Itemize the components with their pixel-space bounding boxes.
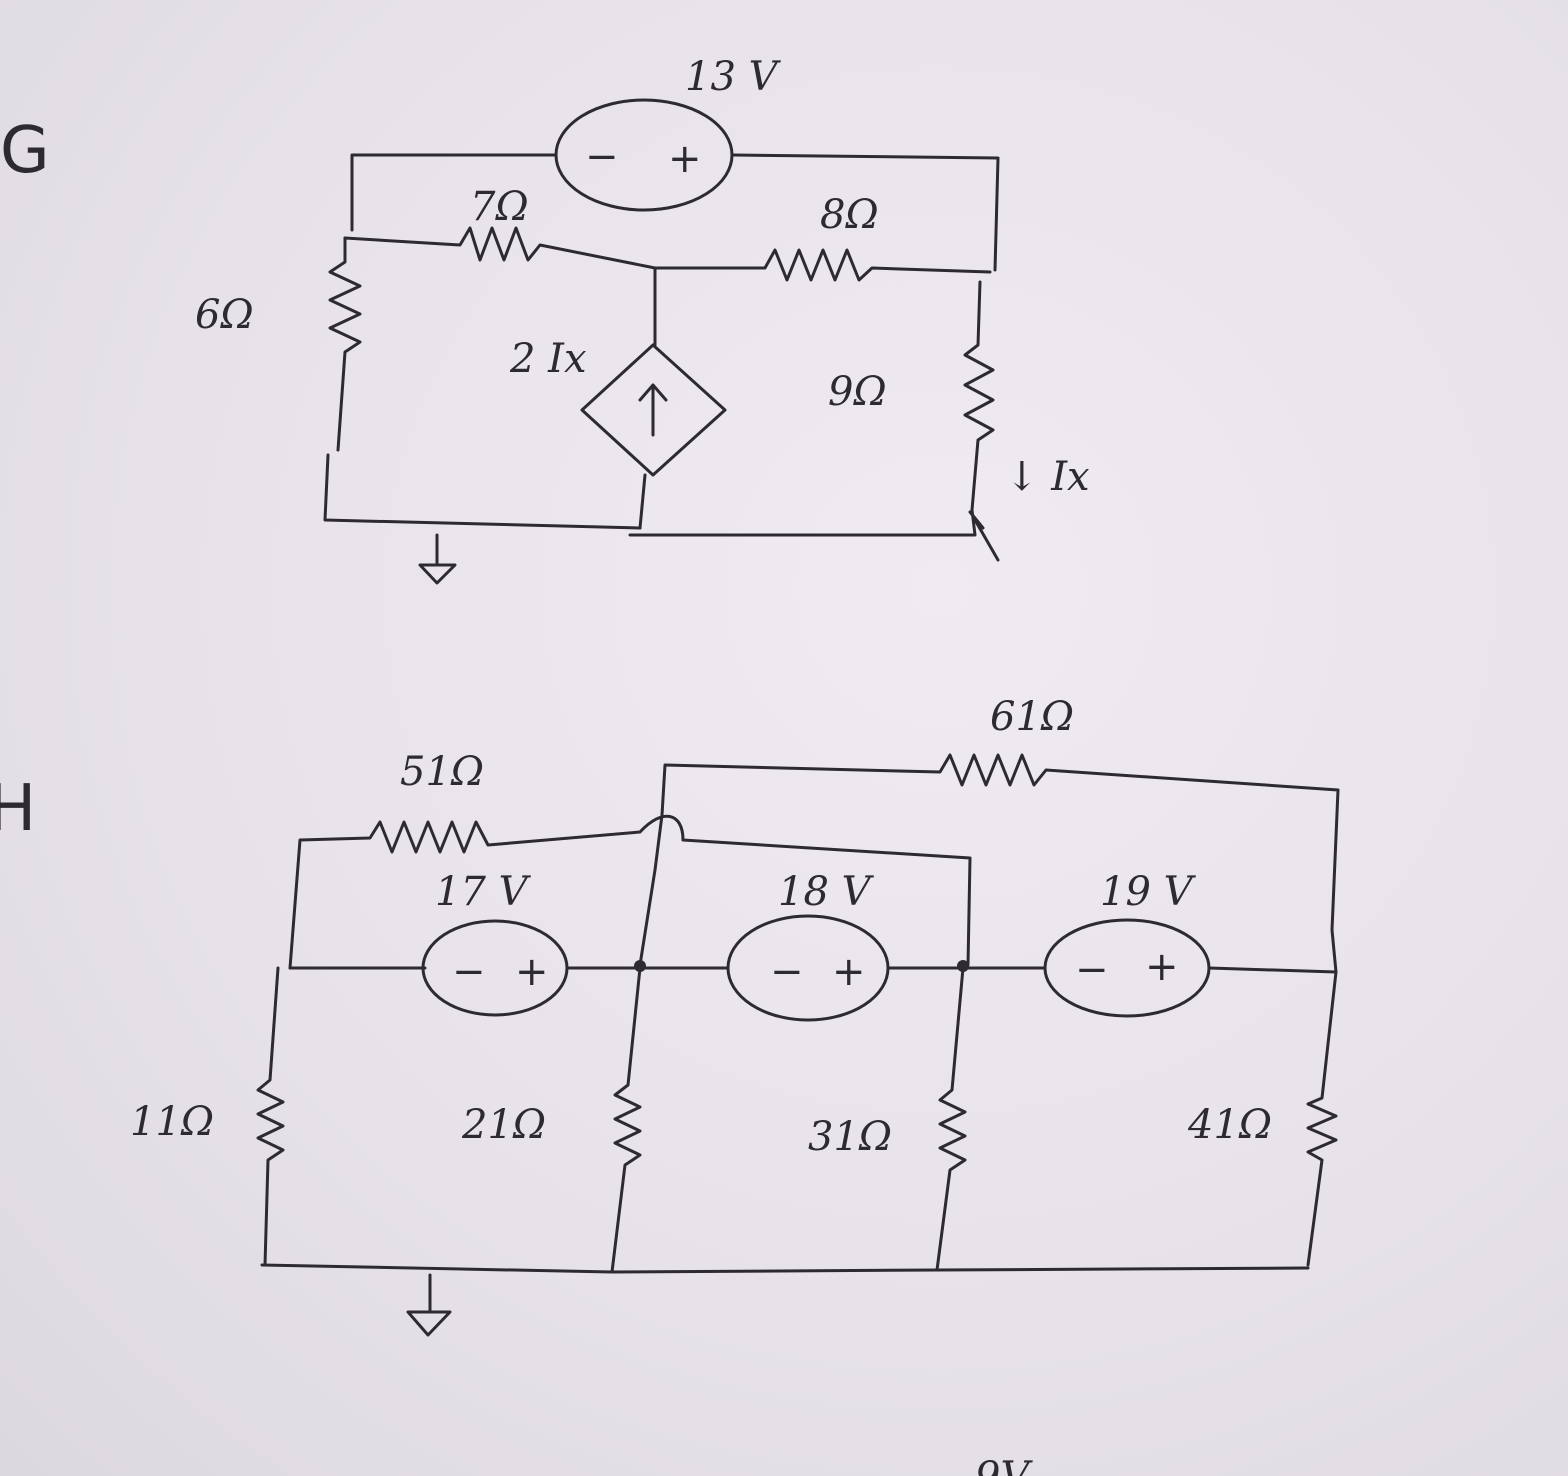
resistor-6 bbox=[328, 236, 362, 452]
source-18v-label: 18 V bbox=[778, 869, 875, 915]
resistor-41-label: 41Ω bbox=[1187, 1102, 1272, 1148]
resistor-8-label: 8Ω bbox=[820, 192, 879, 238]
wire-h-bottom bbox=[260, 1263, 1310, 1274]
voltage-source-19v bbox=[1043, 918, 1211, 1018]
source-13v-label: 13 V bbox=[685, 54, 782, 100]
resistor-51-wire bbox=[288, 814, 972, 970]
ground-icon-g bbox=[418, 533, 457, 585]
source-13v-minus: − bbox=[585, 134, 619, 180]
resistor-9-label: 9Ω bbox=[828, 369, 887, 415]
resistor-31 bbox=[935, 966, 967, 1272]
arrow-up-icon bbox=[638, 383, 668, 437]
resistor-21 bbox=[610, 966, 642, 1274]
source-18v-plus: + bbox=[832, 949, 866, 995]
problem-letter-h: H bbox=[0, 772, 36, 846]
resistor-21-label: 21Ω bbox=[461, 1102, 546, 1148]
wire-g-top-right bbox=[731, 153, 1000, 272]
resistor-31-label: 31Ω bbox=[808, 1114, 892, 1160]
source-13v-plus: + bbox=[668, 136, 702, 182]
resistor-11 bbox=[256, 966, 285, 1267]
resistors-7-8-wire bbox=[343, 226, 992, 282]
problem-letter-g: G bbox=[0, 114, 50, 188]
current-ix-label: ↓ Ix bbox=[1005, 454, 1090, 500]
source-19v-plus: + bbox=[1145, 944, 1179, 990]
voltage-source-13v bbox=[554, 98, 734, 212]
cutoff-text: 9V bbox=[975, 1454, 1033, 1476]
dependent-source-label: 2 Ix bbox=[509, 336, 587, 382]
resistor-61-label: 61Ω bbox=[990, 694, 1074, 740]
resistor-9 bbox=[628, 280, 995, 537]
resistor-61-wire bbox=[660, 753, 1340, 974]
dependent-current-source bbox=[580, 343, 727, 477]
resistor-7-label: 7Ω bbox=[470, 184, 529, 230]
source-19v-label: 19 V bbox=[1100, 869, 1197, 915]
source-17v-plus: + bbox=[515, 949, 549, 995]
resistor-11-label: 11Ω bbox=[130, 1099, 214, 1145]
wire-h-main-4 bbox=[1207, 966, 1338, 974]
source-18v-minus: − bbox=[770, 949, 804, 995]
wire-g-bottom-left bbox=[323, 453, 642, 530]
node-dot-1 bbox=[634, 960, 646, 972]
source-19v-minus: − bbox=[1075, 947, 1109, 993]
node-dot-2 bbox=[957, 960, 969, 972]
wire-g-top-left bbox=[350, 153, 557, 232]
wire-crossover bbox=[638, 813, 664, 967]
resistor-51-label: 51Ω bbox=[400, 749, 484, 795]
resistor-6-label: 6Ω bbox=[195, 292, 254, 338]
source-17v-label: 17 V bbox=[435, 869, 532, 915]
resistor-41 bbox=[1306, 970, 1338, 1267]
wire-dep-bottom bbox=[638, 473, 647, 530]
current-arrow-mark bbox=[968, 510, 1000, 562]
source-17v-minus: − bbox=[452, 949, 486, 995]
ground-icon-h bbox=[406, 1273, 452, 1337]
